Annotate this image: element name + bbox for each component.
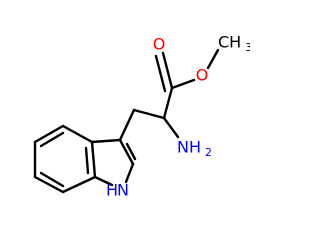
n1-c7a-bond — [93, 175, 114, 187]
bond-lines — [33, 48, 220, 194]
methyl-label: CH 3 — [218, 30, 250, 54]
c2-n1-bond — [124, 162, 135, 184]
c3a-c7a-double-inner — [84, 146, 90, 175]
indole-nitrogen-label: N — [117, 181, 129, 200]
carbonyl-double-bond — [161, 51, 174, 90]
alpha-amine-bond — [162, 116, 180, 139]
carbonyl-alpha-bond — [162, 86, 174, 120]
alpha-beta-bond — [132, 108, 166, 120]
molecule-structure: O O CH 3 NH 2 N H — [33, 30, 250, 200]
carbonyl-double-bond-inner — [154, 54, 167, 93]
c3a-c4-bond — [61, 124, 94, 144]
amine-label: NH 2 — [177, 135, 212, 159]
c6-c7-double-inner — [39, 171, 65, 188]
c6-c7-bond — [33, 175, 65, 194]
ester-oxygen-label: O — [196, 66, 209, 85]
carbonyl-oxygen-label: O — [153, 35, 166, 54]
c3a-c7a-bond — [90, 140, 97, 179]
indole-hydrogen-label: H — [106, 181, 118, 200]
c3-c2-bond — [118, 138, 135, 166]
atom-labels: O O CH 3 NH 2 N H — [106, 30, 250, 200]
ester-single-bond — [170, 78, 196, 90]
c3-c3a-bond — [90, 138, 122, 144]
c3-c2-double-inner — [125, 142, 137, 161]
methoxy-bond — [206, 48, 220, 70]
c4-c5-double-inner — [39, 131, 65, 148]
c7-c7a-bond — [61, 175, 97, 194]
c4-c5-bond — [33, 124, 65, 144]
beta-indole-bond — [118, 108, 136, 142]
